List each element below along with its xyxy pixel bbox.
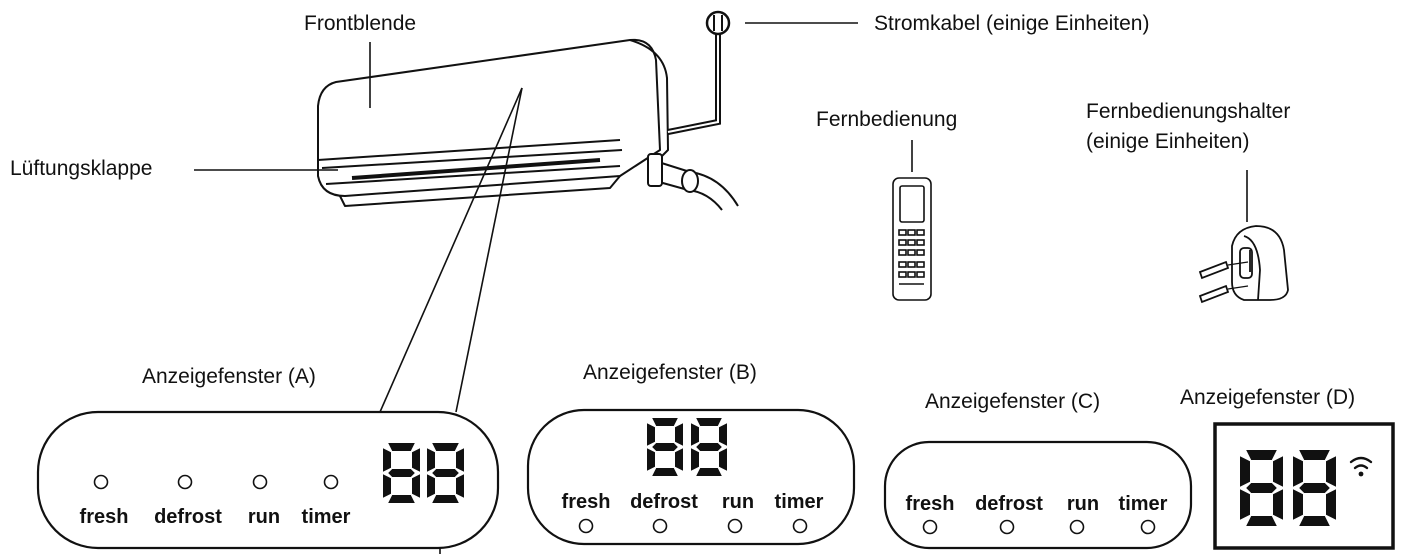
indicator-label-timer: timer — [775, 491, 824, 513]
segment-digit — [691, 418, 727, 476]
indicator-run-led — [1069, 519, 1085, 535]
segment-g — [388, 469, 415, 477]
segment-e — [1293, 489, 1303, 520]
label-remote: Fernbedienung — [816, 108, 958, 131]
segment-d — [652, 468, 678, 476]
segment-g — [1299, 483, 1330, 493]
segment-f — [1240, 456, 1250, 487]
segment-a — [388, 443, 415, 451]
power-cable — [667, 10, 731, 135]
segment-c — [719, 448, 727, 471]
label-remote-holder-line2: (einige Einheiten) — [1086, 130, 1250, 154]
indicator-fresh-led — [922, 519, 938, 535]
segment-d — [696, 468, 722, 476]
segment-f — [383, 448, 391, 472]
display-window-d — [1213, 422, 1395, 550]
segment-c — [1326, 489, 1336, 520]
indicator-label-timer: timer — [1119, 493, 1168, 515]
segment-f — [691, 423, 699, 446]
segment-a — [1246, 450, 1277, 460]
segment-c — [412, 474, 420, 498]
indicator-label-run: run — [1067, 493, 1099, 515]
segment-b — [412, 448, 420, 472]
segment-digit — [647, 418, 683, 476]
indicator-label-run: run — [248, 506, 280, 528]
segment-g — [1246, 483, 1277, 493]
indicator-fresh-led — [93, 474, 109, 490]
display-window-a: fresh defrost run timer — [36, 410, 500, 550]
segment-b — [456, 448, 464, 472]
display-d-title: Anzeigefenster (D) — [1180, 386, 1356, 409]
label-remote-holder: Fernbedienungshalter (einige Einheiten) — [1086, 100, 1290, 154]
segment-digit — [383, 443, 420, 503]
segment-g — [696, 443, 722, 451]
display-window-c: fresh defrost run timer — [883, 440, 1193, 550]
remote-holder-illustration — [1198, 225, 1289, 304]
indicator-fresh-led — [578, 518, 594, 534]
wifi-icon — [1349, 456, 1373, 477]
label-remote-holder-line1: Fernbedienungshalter — [1086, 100, 1291, 123]
segment-a — [696, 418, 722, 426]
indicator-label-timer: timer — [302, 506, 351, 528]
indicator-timer-led — [792, 518, 808, 534]
display-b-title: Anzeigefenster (B) — [583, 361, 757, 384]
indicator-label-defrost: defrost — [630, 491, 698, 513]
segment-d — [1299, 516, 1330, 526]
indicator-timer-led — [1140, 519, 1156, 535]
segment-digit — [1240, 450, 1283, 526]
indicator-label-fresh: fresh — [906, 493, 955, 515]
indicator-defrost-led — [999, 519, 1015, 535]
segment-d — [1246, 516, 1277, 526]
segment-d — [388, 495, 415, 503]
seven-segment-display — [383, 443, 464, 503]
segment-b — [675, 423, 683, 446]
indicator-timer-led — [323, 474, 339, 490]
indicator-label-run: run — [722, 491, 754, 513]
segment-a — [432, 443, 459, 451]
label-power-cable: Stromkabel (einige Einheiten) — [874, 12, 1150, 35]
segment-digit — [427, 443, 464, 503]
drain-hose — [647, 153, 739, 211]
indicator-run-led — [727, 518, 743, 534]
indicator-label-fresh: fresh — [562, 491, 611, 513]
label-front-panel: Frontblende — [304, 12, 417, 35]
segment-e — [647, 448, 655, 471]
segment-digit — [1293, 450, 1336, 526]
segment-g — [652, 443, 678, 451]
segment-e — [383, 474, 391, 498]
seven-segment-display — [1240, 450, 1336, 526]
segment-f — [647, 423, 655, 446]
indicator-defrost-led — [652, 518, 668, 534]
segment-c — [1273, 489, 1283, 520]
segment-f — [427, 448, 435, 472]
indicator-label-defrost: defrost — [975, 493, 1043, 515]
segment-e — [1240, 489, 1250, 520]
segment-e — [691, 448, 699, 471]
display-window-b: fresh defrost run timer — [526, 408, 856, 546]
indicator-label-defrost: defrost — [154, 506, 222, 528]
segment-g — [432, 469, 459, 477]
leader-lines — [194, 22, 1248, 554]
indicator-label-fresh: fresh — [80, 506, 129, 528]
segment-c — [456, 474, 464, 498]
indoor-unit — [317, 38, 669, 207]
segment-a — [652, 418, 678, 426]
segment-f — [1293, 456, 1303, 487]
segment-d — [432, 495, 459, 503]
segment-a — [1299, 450, 1330, 460]
display-c-title: Anzeigefenster (C) — [925, 390, 1101, 413]
segment-c — [675, 448, 683, 471]
indicator-run-led — [252, 474, 268, 490]
indicator-defrost-led — [177, 474, 193, 490]
segment-b — [1326, 456, 1336, 487]
label-louver: Lüftungsklappe — [10, 157, 153, 180]
display-a-title: Anzeigefenster (A) — [142, 365, 316, 388]
seven-segment-display — [647, 418, 727, 476]
segment-b — [1273, 456, 1283, 487]
segment-e — [427, 474, 435, 498]
remote-control-illustration — [892, 177, 932, 301]
segment-b — [719, 423, 727, 446]
